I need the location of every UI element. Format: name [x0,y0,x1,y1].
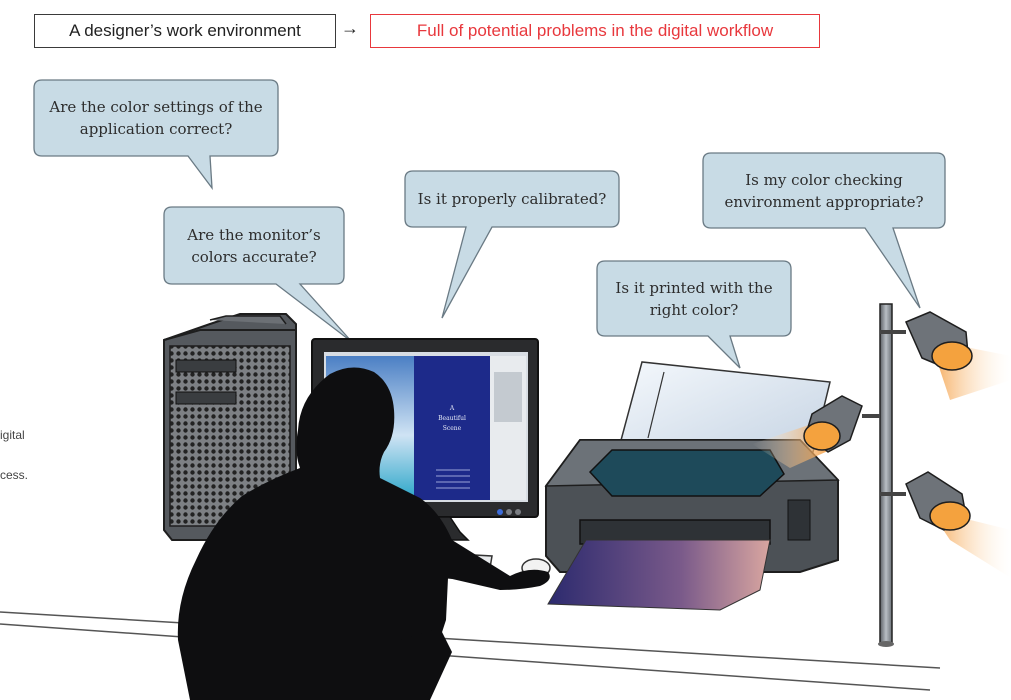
bubble-calibrated-text: Is it properly calibrated? [417,190,607,208]
side-text-fragment-2: cess. [0,468,29,482]
bubble-environment-text: Is my color checking environment appropr… [724,170,924,211]
bubble-printed [596,260,792,369]
designer-silhouette [177,367,550,700]
screen-line-1: A [449,405,455,412]
lamp-top [905,311,1011,400]
header-warning-box: Full of potential problems in the digita… [370,14,820,48]
screen-line-2: Beautiful [438,415,466,422]
speech-bubbles [33,79,946,369]
lamp-stand [862,303,906,647]
desk-edge [0,611,941,691]
header-label-box: A designer’s work environment [34,14,336,48]
header-right-label: Full of potential problems in the digita… [416,21,774,40]
bubble-app-settings-text: Are the color settings of the applicatio… [49,98,263,138]
screen-line-3: Scene [442,425,462,432]
computer-tower [163,313,297,541]
side-text-fragment-1: igital [0,428,25,442]
bubble-app-settings [33,79,279,191]
lamp-middle [752,395,863,468]
bubble-monitor-colors-text: Are the monitor’s colors accurate? [187,225,321,266]
bubble-monitor-colors [163,206,353,343]
lamp-bottom [905,471,1011,578]
arrow-right-icon: → [341,18,359,38]
bubble-printed-text: Is it printed with the right color? [615,278,773,319]
header-left-label: A designer’s work environment [69,21,301,40]
bubble-calibrated [404,170,620,319]
bubble-environment [702,152,946,309]
printer [544,361,840,611]
screen-artwork-text: A Beautiful Scene [414,404,490,434]
